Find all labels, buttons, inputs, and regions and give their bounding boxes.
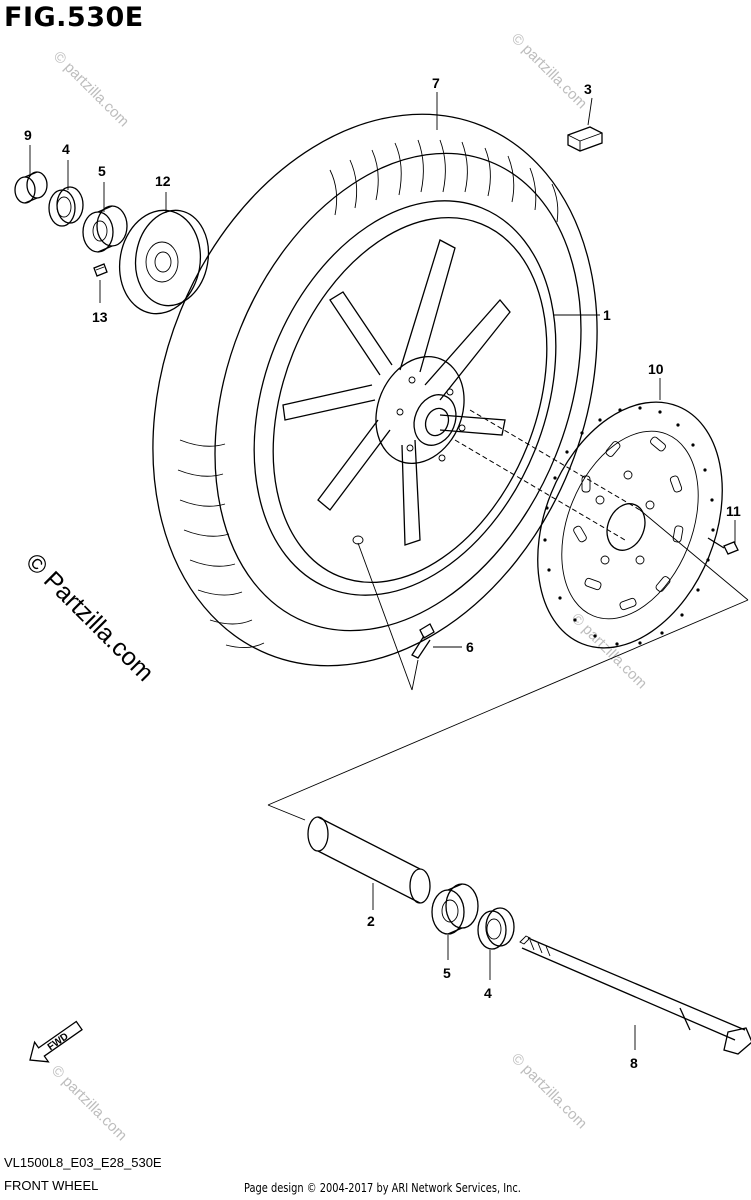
diagram-code: VL1500L8_E03_E28_530E xyxy=(4,1155,162,1170)
fwd-label: FWD xyxy=(46,1031,71,1053)
callout-3: 3 xyxy=(584,81,592,97)
valve-6 xyxy=(411,623,435,659)
figure-title: FIG.530E xyxy=(4,2,144,33)
oil-seal-4-bottom xyxy=(477,907,515,950)
axle-8 xyxy=(519,935,751,1055)
callout-4-top: 4 xyxy=(62,141,70,157)
assembly-lines xyxy=(267,409,749,821)
callout-11: 11 xyxy=(726,503,741,519)
callout-9: 9 xyxy=(24,127,32,143)
balancer-weight-3 xyxy=(567,126,603,152)
callouts: 7 3 9 4 5 12 13 1 10 11 6 2 5 4 8 xyxy=(24,75,741,1071)
forward-arrow-icon: FWD xyxy=(29,1020,83,1063)
callout-5-top: 5 xyxy=(98,163,106,179)
callout-1: 1 xyxy=(603,307,611,323)
callout-5-bottom: 5 xyxy=(443,965,451,981)
tire xyxy=(152,113,598,667)
bolt-11 xyxy=(707,537,739,555)
callout-7: 7 xyxy=(432,75,440,91)
brake-disc xyxy=(537,401,723,649)
wheel-rim xyxy=(253,200,557,596)
oil-seal-4-top xyxy=(48,186,84,227)
callout-4-bottom: 4 xyxy=(484,985,492,1001)
callout-12: 12 xyxy=(155,173,171,189)
collar-9 xyxy=(14,171,48,204)
callout-8: 8 xyxy=(630,1055,638,1071)
bearing-5-top xyxy=(82,205,128,253)
page-credit: Page design © 2004-2017 by ARI Network S… xyxy=(244,1181,521,1195)
leader-lines xyxy=(29,92,736,1050)
screw-13 xyxy=(93,263,108,277)
spacer-plate-12 xyxy=(118,209,210,315)
spacer-2 xyxy=(307,816,431,904)
callout-13: 13 xyxy=(92,309,108,325)
callout-2: 2 xyxy=(367,913,375,929)
bearing-5-bottom xyxy=(431,883,479,935)
callout-6: 6 xyxy=(466,639,474,655)
callout-10: 10 xyxy=(648,361,664,377)
diagram-name: FRONT WHEEL xyxy=(4,1178,99,1193)
